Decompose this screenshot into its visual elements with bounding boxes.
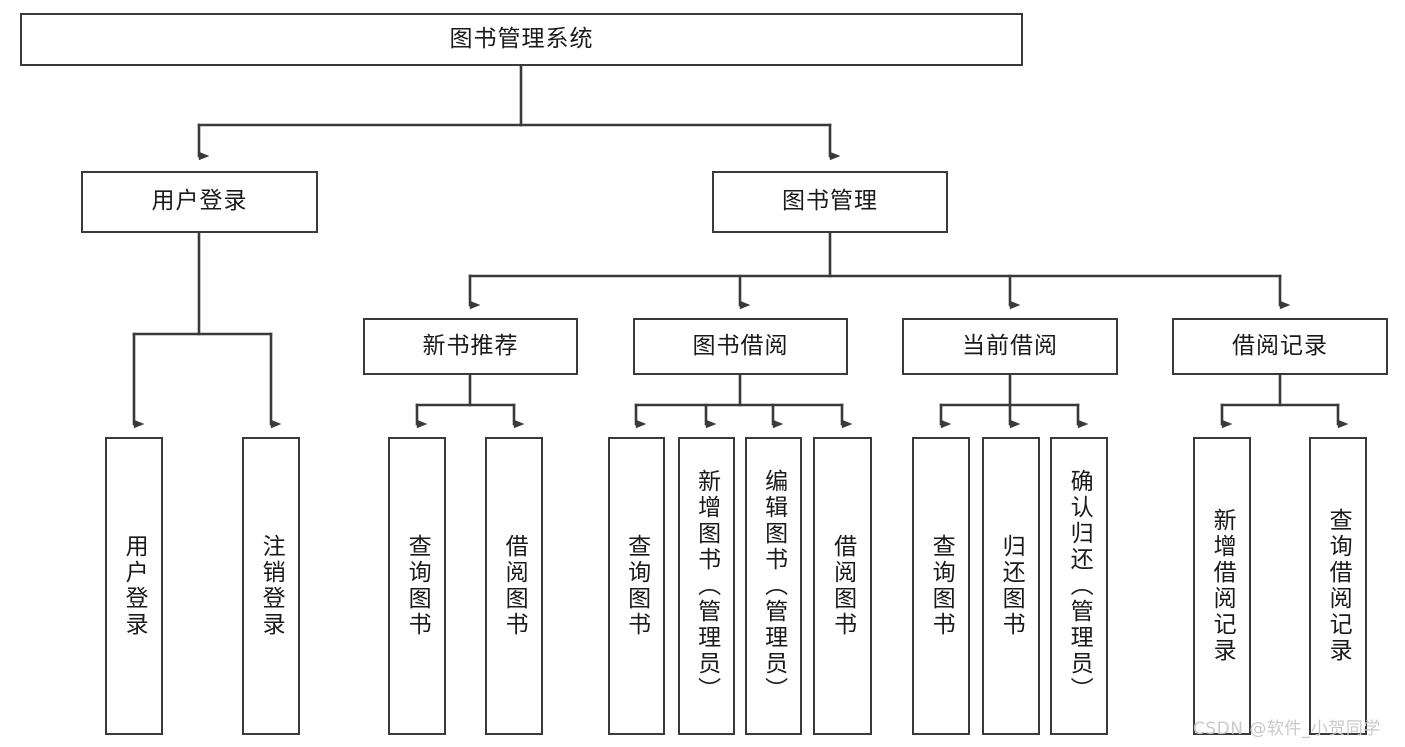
node-book-borrow-label: 图书借阅 bbox=[692, 332, 789, 359]
node-leaf-user-login-label: 用户登录 bbox=[121, 534, 148, 638]
node-leaf-logout-login[interactable]: 注销登录 bbox=[242, 437, 300, 735]
node-leaf-borrow-book-1[interactable]: 借阅图书 bbox=[485, 437, 543, 735]
node-current-borrow[interactable]: 当前借阅 bbox=[902, 318, 1118, 375]
node-leaf-user-login[interactable]: 用户登录 bbox=[105, 437, 163, 735]
node-leaf-return-book-label: 归还图书 bbox=[998, 534, 1025, 638]
node-borrow-record-label: 借阅记录 bbox=[1232, 332, 1328, 359]
node-root[interactable]: 图书管理系统 bbox=[20, 13, 1023, 66]
node-leaf-borrow-book-2[interactable]: 借阅图书 bbox=[813, 437, 872, 735]
node-leaf-borrow-book-2-label: 借阅图书 bbox=[829, 534, 856, 638]
node-leaf-edit-book-label: 编辑图书（管理员） bbox=[760, 469, 787, 703]
node-new-book-recommend[interactable]: 新书推荐 bbox=[363, 318, 578, 375]
node-book-manage-label: 图书管理 bbox=[782, 188, 878, 215]
node-leaf-query-record-label: 查询借阅记录 bbox=[1325, 508, 1352, 664]
node-leaf-logout-login-label: 注销登录 bbox=[258, 534, 285, 638]
node-leaf-query-book-1[interactable]: 查询图书 bbox=[388, 437, 446, 735]
node-leaf-query-record[interactable]: 查询借阅记录 bbox=[1309, 437, 1367, 735]
node-leaf-borrow-book-1-label: 借阅图书 bbox=[501, 534, 528, 638]
node-leaf-query-book-3-label: 查询图书 bbox=[928, 534, 955, 638]
node-user-login[interactable]: 用户登录 bbox=[81, 171, 318, 233]
node-current-borrow-label: 当前借阅 bbox=[962, 332, 1058, 359]
node-leaf-edit-book[interactable]: 编辑图书（管理员） bbox=[745, 437, 802, 735]
node-leaf-query-book-3[interactable]: 查询图书 bbox=[912, 437, 970, 735]
node-leaf-confirm-return-label: 确认归还（管理员） bbox=[1066, 469, 1093, 703]
node-leaf-query-book-2-label: 查询图书 bbox=[623, 534, 650, 638]
node-root-label: 图书管理系统 bbox=[449, 25, 594, 52]
node-new-book-recommend-label: 新书推荐 bbox=[422, 332, 519, 359]
node-leaf-query-book-1-label: 查询图书 bbox=[404, 534, 431, 638]
watermark: CSDN @软件_小贺同学 bbox=[1193, 719, 1381, 739]
node-user-login-label: 用户登录 bbox=[151, 188, 248, 215]
node-leaf-confirm-return[interactable]: 确认归还（管理员） bbox=[1050, 437, 1108, 735]
node-borrow-record[interactable]: 借阅记录 bbox=[1172, 318, 1388, 375]
node-leaf-add-record[interactable]: 新增借阅记录 bbox=[1193, 437, 1251, 735]
node-leaf-query-book-2[interactable]: 查询图书 bbox=[608, 437, 665, 735]
node-book-manage[interactable]: 图书管理 bbox=[712, 171, 948, 233]
node-book-borrow[interactable]: 图书借阅 bbox=[633, 318, 848, 375]
node-leaf-add-record-label: 新增借阅记录 bbox=[1209, 508, 1236, 664]
node-leaf-add-book-label: 新增图书（管理员） bbox=[693, 469, 720, 703]
node-leaf-return-book[interactable]: 归还图书 bbox=[982, 437, 1040, 735]
node-leaf-add-book[interactable]: 新增图书（管理员） bbox=[678, 437, 735, 735]
